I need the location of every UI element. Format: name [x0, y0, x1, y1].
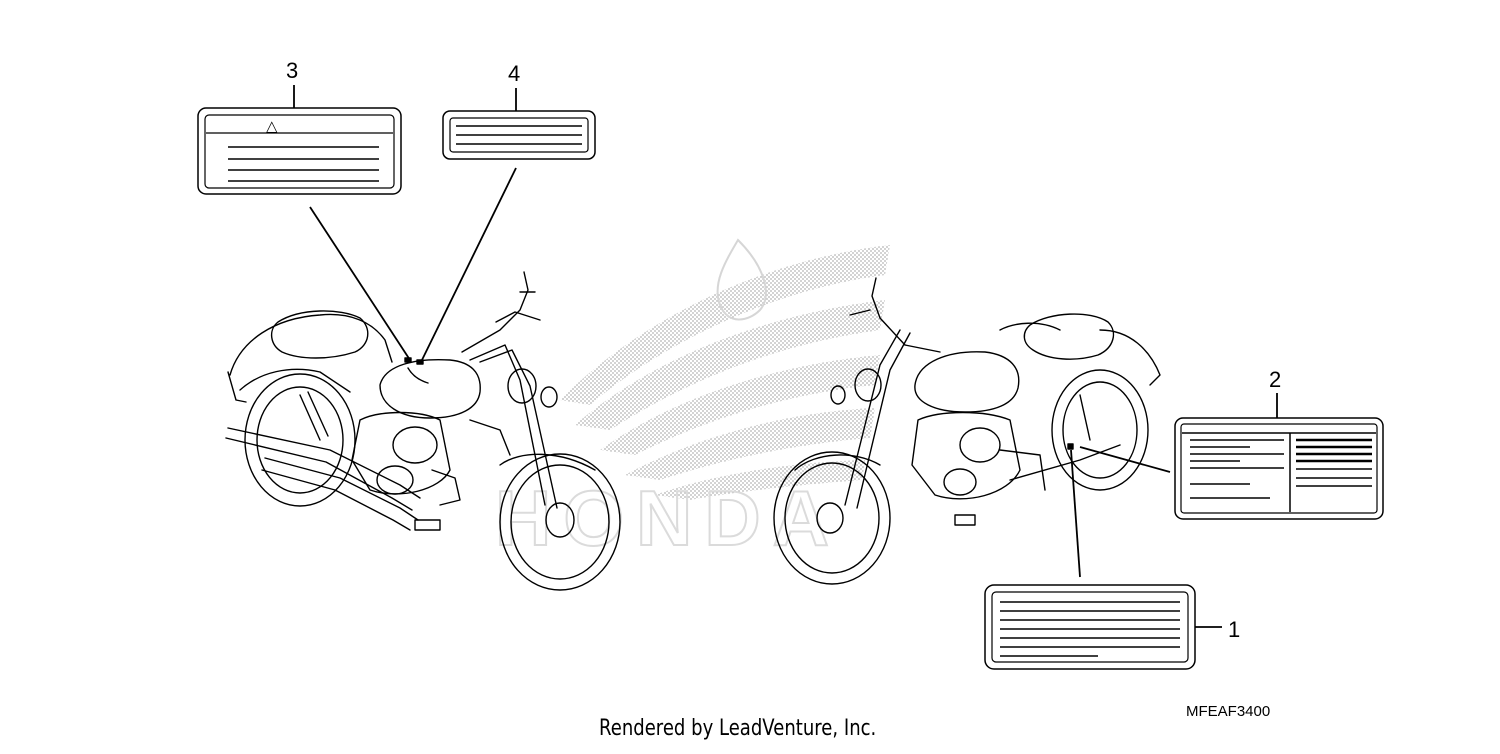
leader-line-1-part	[1070, 449, 1081, 578]
label-4-decal	[442, 110, 596, 160]
callout-number-1: 1	[1228, 617, 1241, 642]
callout-number-4: 4	[508, 61, 521, 86]
callout-number-3: 3	[286, 58, 299, 83]
motorcycle-right-view-icon	[773, 277, 1161, 585]
leader-line-4-part	[420, 167, 517, 363]
leader-lines	[293, 85, 1278, 628]
callout-number-2: 2	[1269, 367, 1282, 392]
warning-triangle-icon: △	[266, 117, 278, 135]
svg-text:HONDA: HONDA	[495, 474, 841, 562]
label-1-decal	[984, 584, 1196, 670]
leader-line-3-part	[309, 206, 411, 361]
label-2-decal	[1174, 417, 1384, 520]
motorcycle-left-view-icon	[225, 271, 621, 591]
honda-wing-watermark-icon: HONDA	[494, 238, 890, 563]
label-3-warning-decal	[197, 107, 402, 195]
render-credit: Rendered by LeadVenture, Inc.	[599, 716, 877, 741]
leader-line-2-part	[1079, 446, 1171, 473]
diagram-code: MFEAF3400	[1186, 703, 1271, 720]
